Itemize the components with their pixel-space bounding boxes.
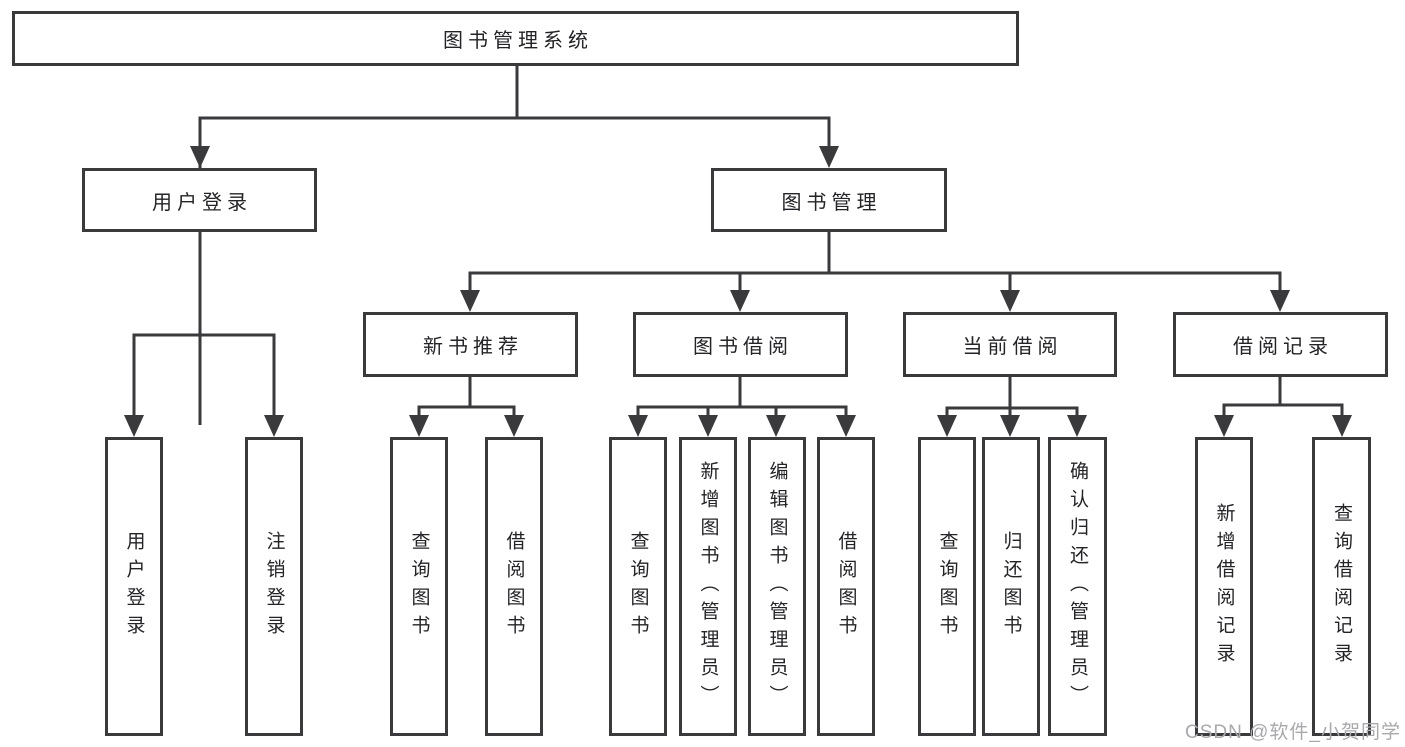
- node-new-book-recommendation: 新书推荐: [363, 312, 578, 377]
- node-label: 图书管理: [781, 191, 882, 214]
- node-label: 借阅图书: [835, 530, 857, 643]
- leaf-return-books: 归还图书: [982, 437, 1040, 736]
- node-label: 查询借阅记录: [1331, 502, 1352, 671]
- leaf-borrow-books-2: 借阅图书: [817, 437, 875, 736]
- node-book-management: 图书管理: [711, 168, 947, 232]
- node-label: 当前借阅: [962, 336, 1063, 358]
- node-borrowing-records: 借阅记录: [1173, 312, 1388, 377]
- leaf-query-books-3: 查询图书: [918, 437, 976, 736]
- leaf-add-books-admin: 新增图书（管理员）: [679, 437, 737, 736]
- node-library-management-system: 图书管理系统: [12, 11, 1019, 66]
- node-label: 图书管理系统: [443, 30, 593, 52]
- node-label: 新增借阅记录: [1213, 502, 1235, 671]
- leaf-edit-books-admin: 编辑图书（管理员）: [748, 437, 806, 736]
- node-user-login: 用户登录: [82, 168, 317, 232]
- leaf-borrow-books: 借阅图书: [485, 437, 543, 736]
- leaf-confirm-return-admin: 确认归还（管理员）: [1048, 437, 1107, 736]
- node-label: 查询图书: [408, 530, 430, 643]
- node-label: 注销登录: [263, 530, 285, 643]
- leaf-query-borrow-record: 查询借阅记录: [1312, 437, 1371, 736]
- csdn-watermark: CSDN @软件_小贺同学: [1185, 722, 1401, 743]
- leaf-logout: 注销登录: [245, 437, 303, 736]
- node-label: 用户登录: [123, 530, 145, 643]
- node-label: 确认归还（管理员）: [1067, 460, 1088, 713]
- leaf-add-borrow-record: 新增借阅记录: [1195, 437, 1253, 736]
- leaf-query-books: 查询图书: [390, 437, 448, 736]
- node-label: 新书推荐: [423, 336, 523, 358]
- node-label: 查询图书: [936, 530, 958, 643]
- node-label: 归还图书: [1000, 530, 1022, 643]
- node-label: 借阅记录: [1233, 336, 1333, 358]
- node-book-borrowing: 图书借阅: [633, 312, 848, 377]
- node-label: 借阅图书: [503, 530, 525, 643]
- leaf-user-login: 用户登录: [105, 437, 163, 736]
- node-label: 新增图书（管理员）: [697, 460, 719, 713]
- node-label: 查询图书: [627, 530, 649, 643]
- node-label: 编辑图书（管理员）: [766, 460, 788, 713]
- node-label: 图书借阅: [693, 336, 793, 358]
- node-label: 用户登录: [152, 191, 252, 214]
- leaf-query-books-2: 查询图书: [609, 437, 667, 736]
- node-current-borrowing: 当前借阅: [903, 312, 1117, 377]
